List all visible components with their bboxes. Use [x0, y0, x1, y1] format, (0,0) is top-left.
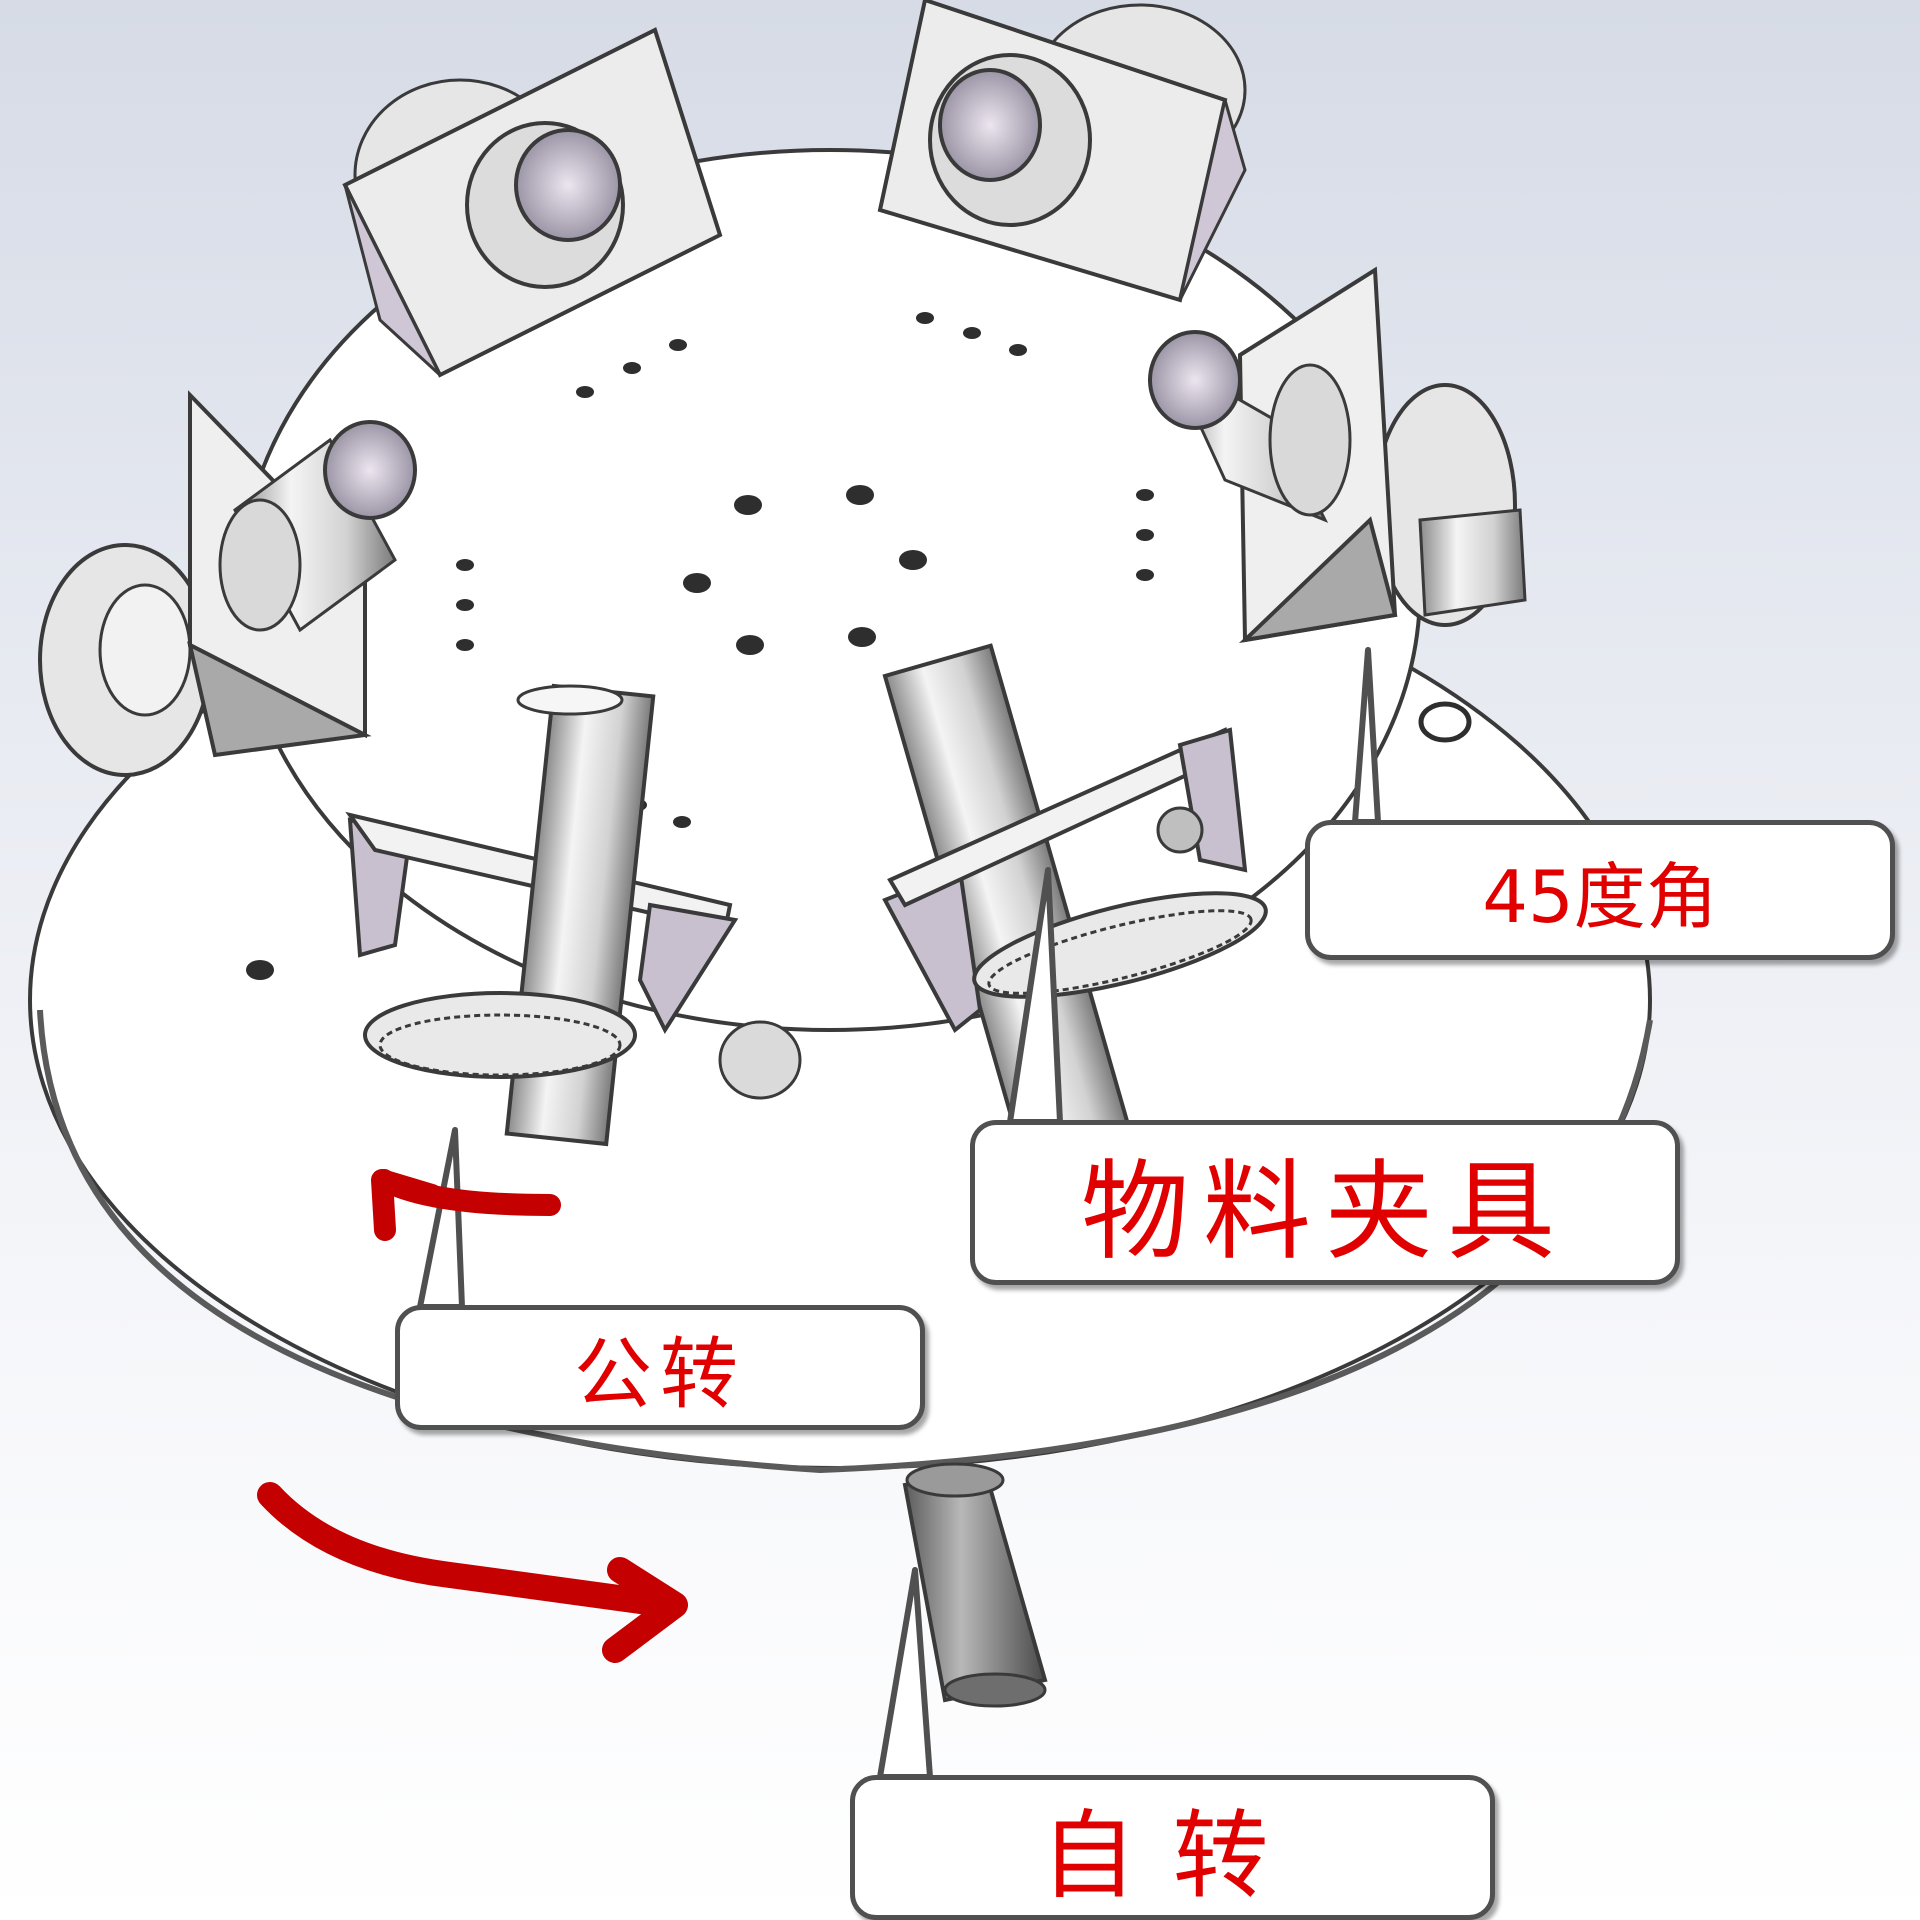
- bracket-bolt: [1156, 806, 1204, 854]
- shaft-collar: [905, 1462, 1005, 1498]
- bushing-bore: [323, 420, 417, 520]
- hole: [846, 485, 874, 505]
- hole: [1136, 569, 1154, 581]
- callout-leaders: [417, 647, 1381, 1780]
- bushing-flange: [218, 498, 302, 632]
- orbit-arrow-head-icon: [602, 1557, 688, 1663]
- hole: [456, 639, 474, 651]
- clamp-block-top-left: [342, 27, 723, 378]
- material-fixture-left: [345, 683, 802, 1147]
- hole: [1418, 701, 1472, 743]
- callout-45-degree-angle: 45度角: [1305, 820, 1895, 960]
- block-triangle: [187, 641, 372, 758]
- fixture-pulley: [363, 991, 637, 1079]
- callout-material-fixture: 物料夹具: [970, 1120, 1680, 1285]
- bushing-flange: [1268, 363, 1352, 517]
- orbit-direction-arrow-icon: [257, 1482, 683, 1618]
- hole: [673, 816, 691, 828]
- leader-spin: [877, 1567, 933, 1780]
- bushing-bore: [938, 68, 1042, 182]
- callout-revolution: 公转: [395, 1305, 925, 1430]
- hole: [734, 495, 762, 515]
- mounting-holes: [246, 312, 1472, 980]
- hole: [456, 559, 474, 571]
- hole: [848, 627, 876, 647]
- block-triangle: [1238, 516, 1398, 644]
- block-side: [1178, 99, 1247, 301]
- pulley-inner: [98, 583, 192, 717]
- shaft-end: [943, 1672, 1047, 1708]
- clamp-block-left: [38, 390, 417, 777]
- central-drive-shaft: [902, 1462, 1048, 1708]
- hole: [1009, 344, 1027, 356]
- hole: [246, 960, 274, 980]
- bracket-right-wall: [637, 902, 739, 1035]
- fixture-pulley-groove: [987, 909, 1253, 995]
- callout-label: 物料夹具: [1080, 1149, 1569, 1275]
- idler-wheel: [718, 1020, 802, 1100]
- fixture-rod-top: [516, 684, 624, 716]
- hole: [1136, 529, 1154, 541]
- hole: [576, 386, 594, 398]
- clamp-block-right: [1148, 266, 1527, 644]
- hole: [899, 550, 927, 570]
- small-hook-arrow-icon: [371, 1169, 561, 1241]
- hole: [669, 339, 687, 351]
- hole: [623, 362, 641, 374]
- callout-rotation: 自转: [850, 1775, 1495, 1920]
- material-fixture-right: [882, 643, 1268, 1217]
- bushing-bore: [514, 128, 622, 242]
- hole: [916, 312, 934, 324]
- fixture-pulley-groove: [378, 1013, 622, 1077]
- bushing-bore: [1148, 330, 1242, 430]
- shaft-body: [902, 1467, 1048, 1703]
- clamp-block-top-right: [877, 0, 1247, 303]
- hole: [736, 635, 764, 655]
- hole: [963, 327, 981, 339]
- stub-shaft: [1418, 508, 1527, 617]
- hole: [1136, 489, 1154, 501]
- callout-label: 自转: [1040, 1800, 1305, 1912]
- block-side: [343, 184, 442, 377]
- callout-label: 45度角: [1482, 854, 1718, 939]
- hole: [456, 599, 474, 611]
- hole: [683, 573, 711, 593]
- callout-label: 公转: [573, 1329, 746, 1420]
